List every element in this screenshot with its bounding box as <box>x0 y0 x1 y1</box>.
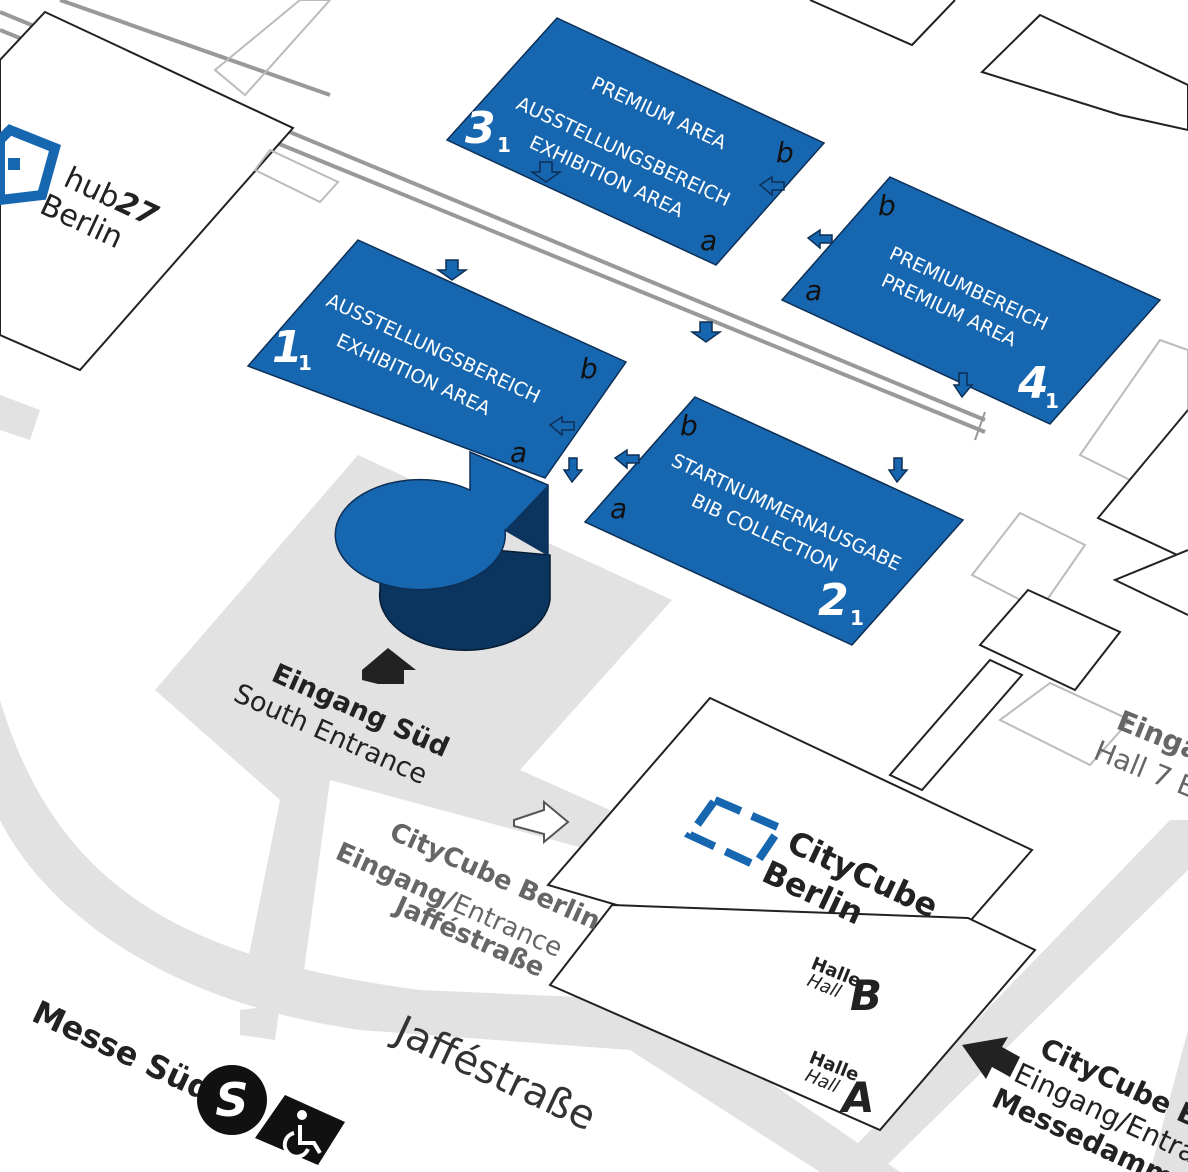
hall-2[interactable]: STARTNUMMERNAUSGABE BIB COLLECTION 2 1 b… <box>583 396 965 646</box>
hall-1-sub: 1 <box>298 351 312 375</box>
messedamm-entrance-arrow <box>962 1037 1020 1079</box>
wheelchair-icon <box>255 1095 345 1165</box>
svg-text:S: S <box>215 1073 248 1127</box>
svg-text:A: A <box>839 1073 875 1122</box>
hall-4[interactable]: PREMIUMBEREICH PREMIUM AREA 4 1 b a <box>780 176 1162 425</box>
hall-1-number: 1 <box>272 322 303 373</box>
south-entrance-arrow <box>362 648 416 684</box>
hall-3-a: a <box>700 224 717 257</box>
hall-2-sub: 1 <box>850 606 864 630</box>
hall-3[interactable]: PREMIUM AREA AUSSTELLUNGSBEREICH EXHIBIT… <box>445 17 826 266</box>
s-bahn-icon: S <box>197 1065 267 1135</box>
hall-3-number: 3 <box>465 103 496 154</box>
hall-4-a: a <box>805 274 822 307</box>
hall-4-number: 4 <box>1017 358 1049 409</box>
buildings <box>0 0 1188 1132</box>
hall-3-b: b <box>776 136 794 169</box>
hall-4-b: b <box>878 189 896 222</box>
hall-3-sub: 1 <box>497 133 511 157</box>
hall-2-a: a <box>610 492 627 525</box>
hall-4-sub: 1 <box>1045 389 1059 413</box>
hall-1-b: b <box>580 352 598 385</box>
hall-2-b: b <box>680 409 698 442</box>
door-arrows <box>435 161 974 845</box>
entrance-rotunda[interactable] <box>334 450 551 651</box>
hall-1-a: a <box>510 436 527 469</box>
hall-1[interactable]: AUSSTELLUNGSBEREICH EXHIBITION AREA 1 1 … <box>246 239 628 479</box>
hall-2-number: 2 <box>818 575 849 626</box>
station-messe-sued: Messe Süd <box>27 993 218 1109</box>
svg-text:B: B <box>850 971 882 1020</box>
